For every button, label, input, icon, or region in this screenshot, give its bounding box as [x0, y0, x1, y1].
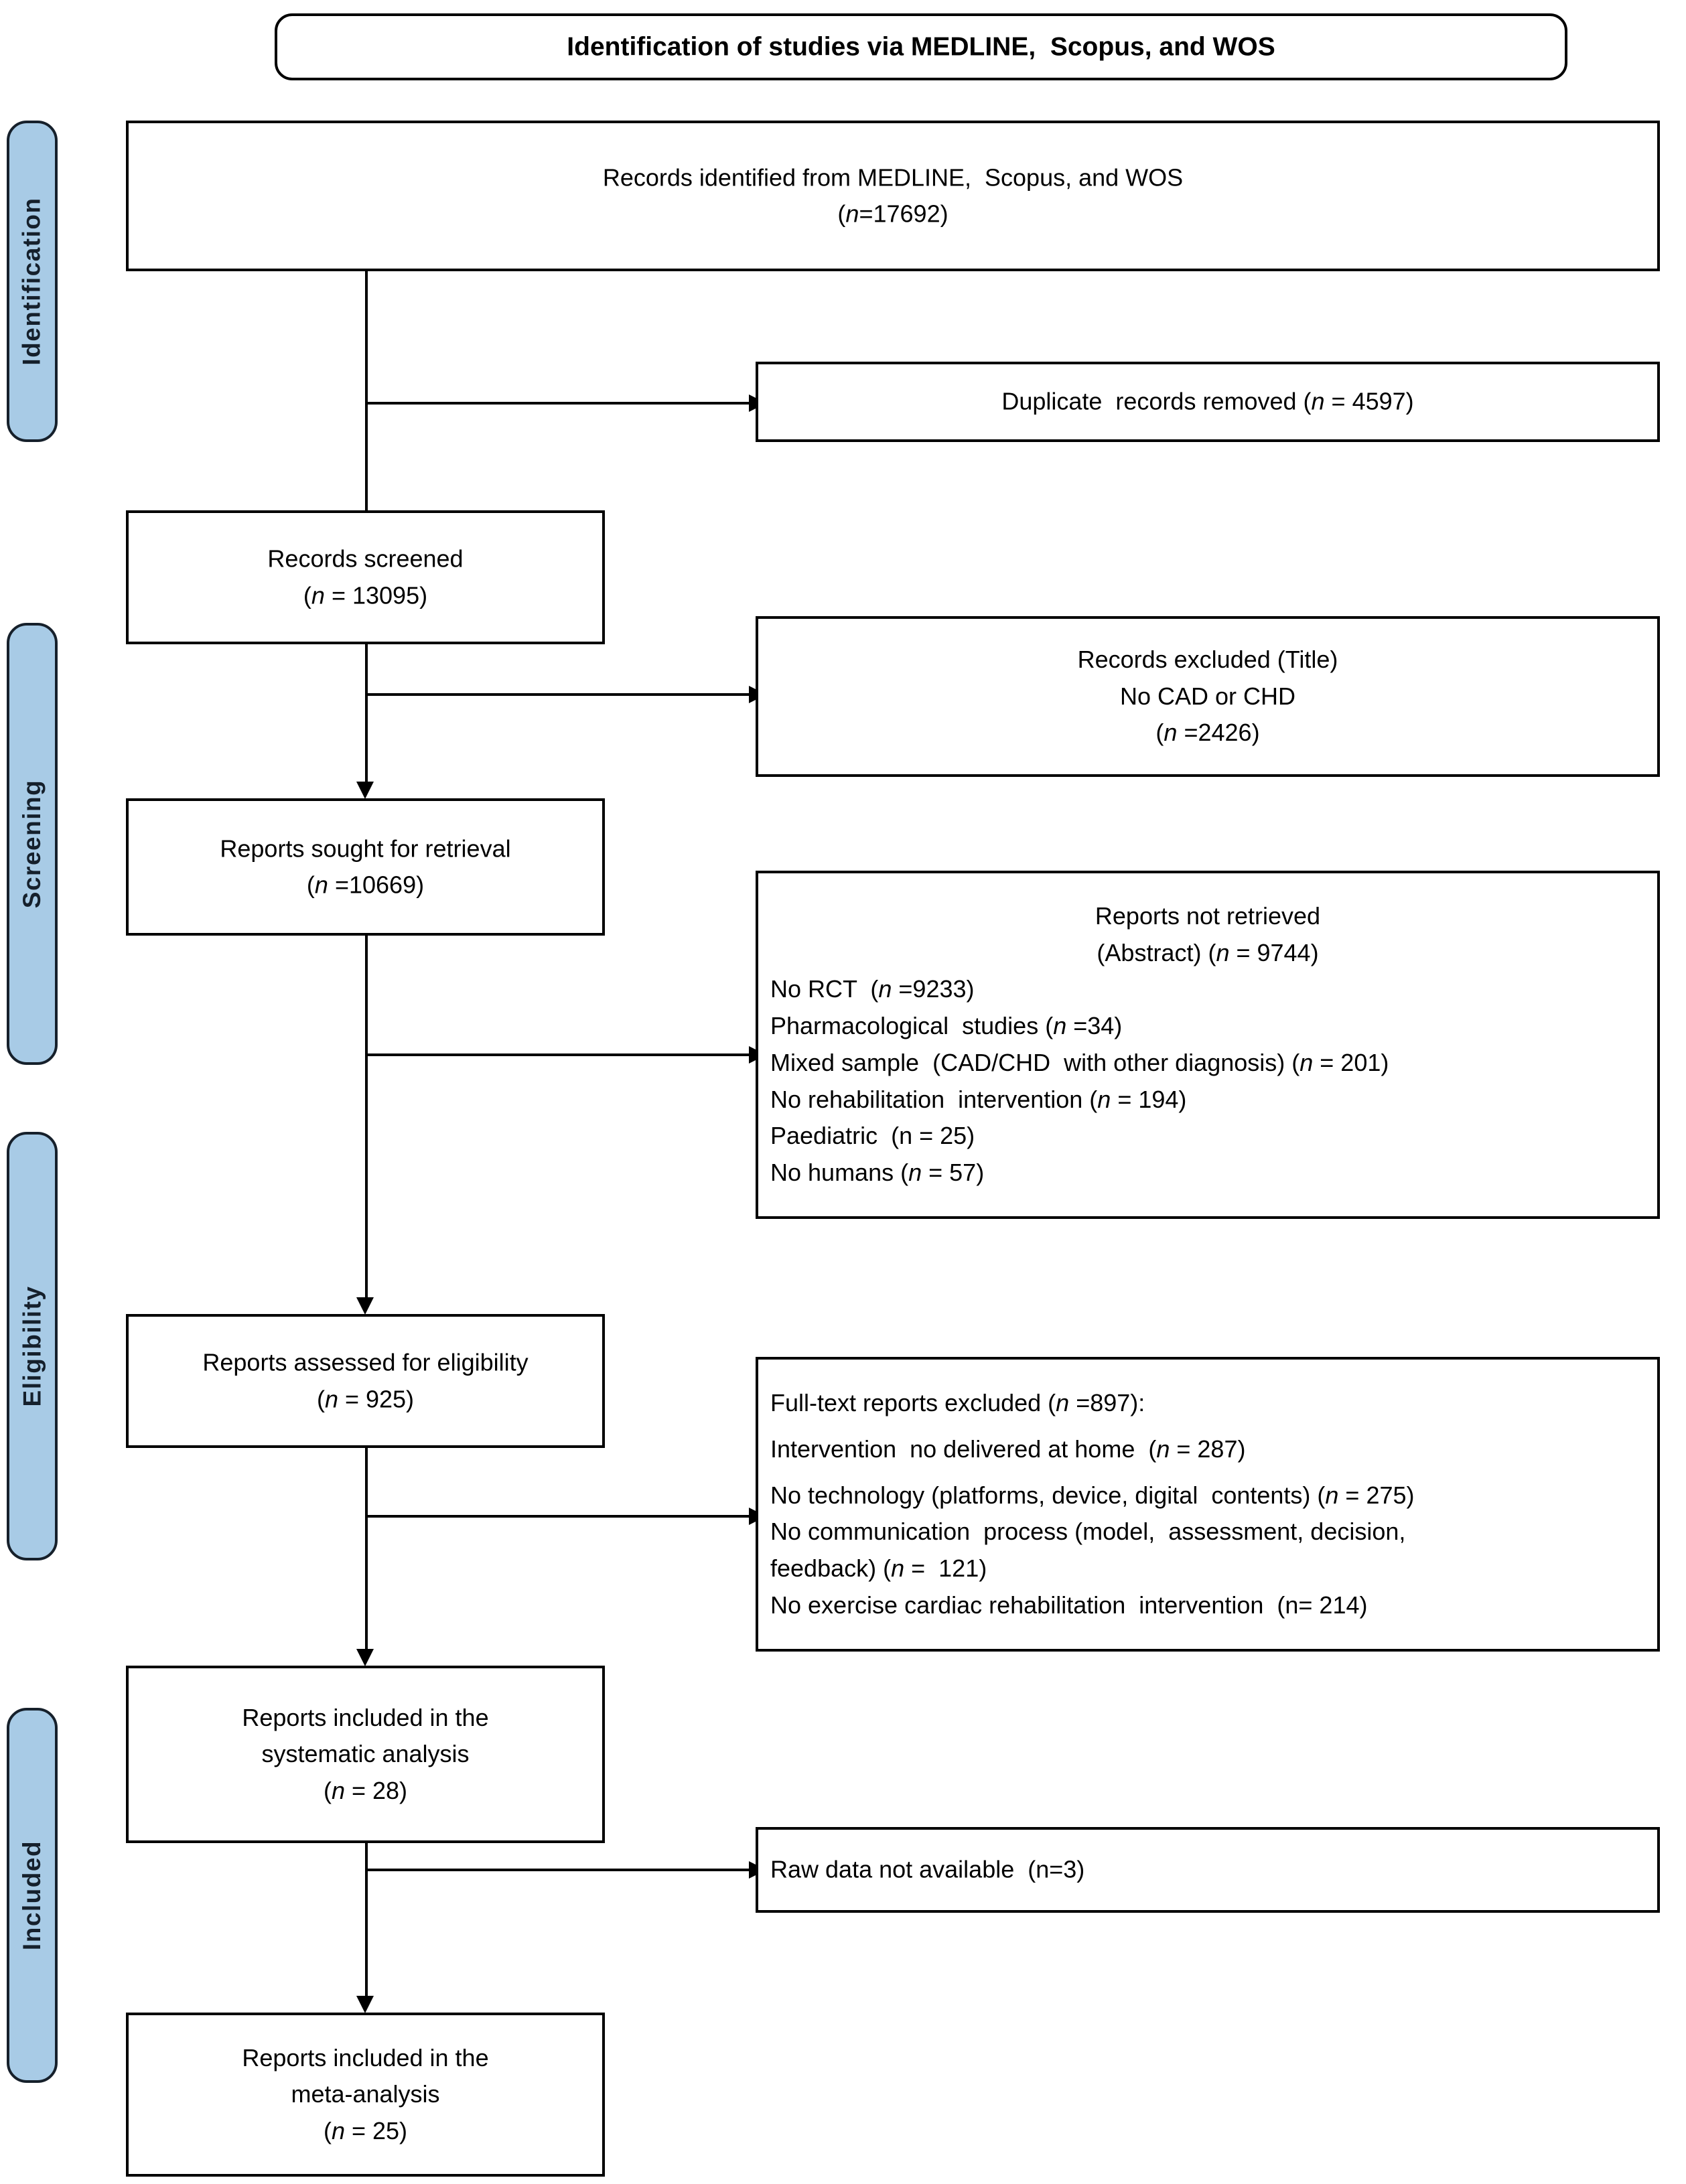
stage-label-identification: Identification: [18, 197, 46, 366]
stage-label-eligibility: Eligibility: [18, 1285, 46, 1407]
connector-identified-to-duplicates: [365, 402, 749, 405]
reason-item: Pharmacological studies (n =34): [770, 1012, 1123, 1040]
reason-item: No rehabilitation intervention (n = 194): [770, 1085, 1187, 1113]
included-meta-line1: Reports included in the: [242, 2043, 489, 2071]
included-systematic-line2: systematic analysis: [261, 1740, 470, 1768]
connector-assessed-to-fulltext-excluded: [365, 1515, 749, 1518]
arrowhead-to-reports-assessed: [356, 1297, 374, 1315]
reason-item: feedback) (n = 121): [770, 1554, 987, 1582]
header-title: Identification of studies via MEDLINE, S…: [567, 32, 1275, 62]
reports-not-retrieved-title: Reports not retrieved: [1095, 902, 1321, 930]
raw-data-text: Raw data not available (n=3): [770, 1855, 1085, 1883]
box-included-systematic-analysis: Reports included in the systematic analy…: [126, 1666, 605, 1843]
reason-item: Intervention no delivered at home (n = 2…: [770, 1435, 1246, 1463]
records-identified-count: (n=17692): [837, 200, 949, 228]
box-records-screened: Records screened (n = 13095): [126, 510, 605, 644]
connector-sought-to-not-retrieved: [365, 1053, 749, 1056]
connector-systematic-to-raw-data: [365, 1869, 749, 1871]
records-excluded-title-reason: No CAD or CHD: [1119, 682, 1296, 710]
header-title-box: Identification of studies via MEDLINE, S…: [275, 13, 1567, 80]
reason-item: No humans (n = 57): [770, 1159, 985, 1187]
reason-item: No communication process (model, assessm…: [770, 1518, 1406, 1546]
box-duplicate-records-removed: Duplicate records removed (n = 4597): [756, 362, 1660, 442]
reason-item: No RCT (n =9233): [770, 975, 975, 1003]
stage-tab-identification: Identification: [7, 121, 58, 442]
reason-item: No technology (platforms, device, digita…: [770, 1481, 1415, 1509]
included-meta-line2: meta-analysis: [291, 2080, 440, 2108]
reports-sought-label: Reports sought for retrieval: [220, 834, 511, 862]
reports-assessed-label: Reports assessed for eligibility: [202, 1348, 529, 1376]
reports-assessed-count: (n = 925): [316, 1385, 415, 1412]
records-excluded-title-count: (n =2426): [1155, 719, 1260, 747]
stage-tab-screening: Screening: [7, 623, 58, 1065]
connector-identified-to-screened: [365, 271, 368, 626]
records-identified-source: Records identified from MEDLINE, Scopus,…: [602, 163, 1184, 191]
reason-item: Mixed sample (CAD/CHD with other diagnos…: [770, 1049, 1389, 1076]
reason-item: Paediatric (n = 25): [770, 1122, 975, 1150]
duplicate-records-text: Duplicate records removed (n = 4597): [1001, 387, 1414, 415]
arrowhead-to-reports-sought: [356, 782, 374, 799]
stage-label-screening: Screening: [18, 779, 46, 909]
box-reports-assessed-for-eligibility: Reports assessed for eligibility (n = 92…: [126, 1314, 605, 1448]
connector-screened-to-sought: [365, 644, 368, 782]
included-systematic-line1: Reports included in the: [242, 1703, 489, 1731]
records-screened-label: Records screened: [267, 544, 464, 573]
records-screened-count: (n = 13095): [303, 581, 428, 609]
arrowhead-to-included-systematic: [356, 1649, 374, 1666]
stage-label-included: Included: [18, 1840, 46, 1951]
arrowhead-to-included-meta: [356, 1996, 374, 2013]
reports-not-retrieved-count: (Abstract) (n = 9744): [1097, 938, 1319, 966]
records-excluded-title-label: Records excluded (Title): [1077, 645, 1338, 673]
included-meta-count: (n = 25): [323, 2116, 408, 2144]
box-reports-not-retrieved: Reports not retrieved (Abstract) (n = 97…: [756, 871, 1660, 1219]
reason-item: No exercise cardiac rehabilitation inter…: [770, 1591, 1368, 1619]
connector-systematic-to-meta: [365, 1843, 368, 1996]
connector-screened-to-excluded: [365, 693, 749, 696]
box-raw-data-not-available: Raw data not available (n=3): [756, 1827, 1660, 1913]
stage-tab-eligibility: Eligibility: [7, 1132, 58, 1560]
box-reports-sought-for-retrieval: Reports sought for retrieval (n =10669): [126, 798, 605, 936]
included-systematic-count: (n = 28): [323, 1776, 408, 1804]
box-included-meta-analysis: Reports included in the meta-analysis (n…: [126, 2013, 605, 2177]
box-records-identified: Records identified from MEDLINE, Scopus,…: [126, 121, 1660, 271]
fulltext-excluded-title: Full-text reports excluded (n =897):: [770, 1388, 1145, 1416]
stage-tab-included: Included: [7, 1708, 58, 2083]
reports-sought-count: (n =10669): [306, 871, 425, 899]
connector-sought-to-assessed: [365, 936, 368, 1297]
connector-assessed-to-systematic: [365, 1448, 368, 1649]
box-fulltext-reports-excluded: Full-text reports excluded (n =897): Int…: [756, 1357, 1660, 1652]
box-records-excluded-title: Records excluded (Title) No CAD or CHD (…: [756, 616, 1660, 777]
